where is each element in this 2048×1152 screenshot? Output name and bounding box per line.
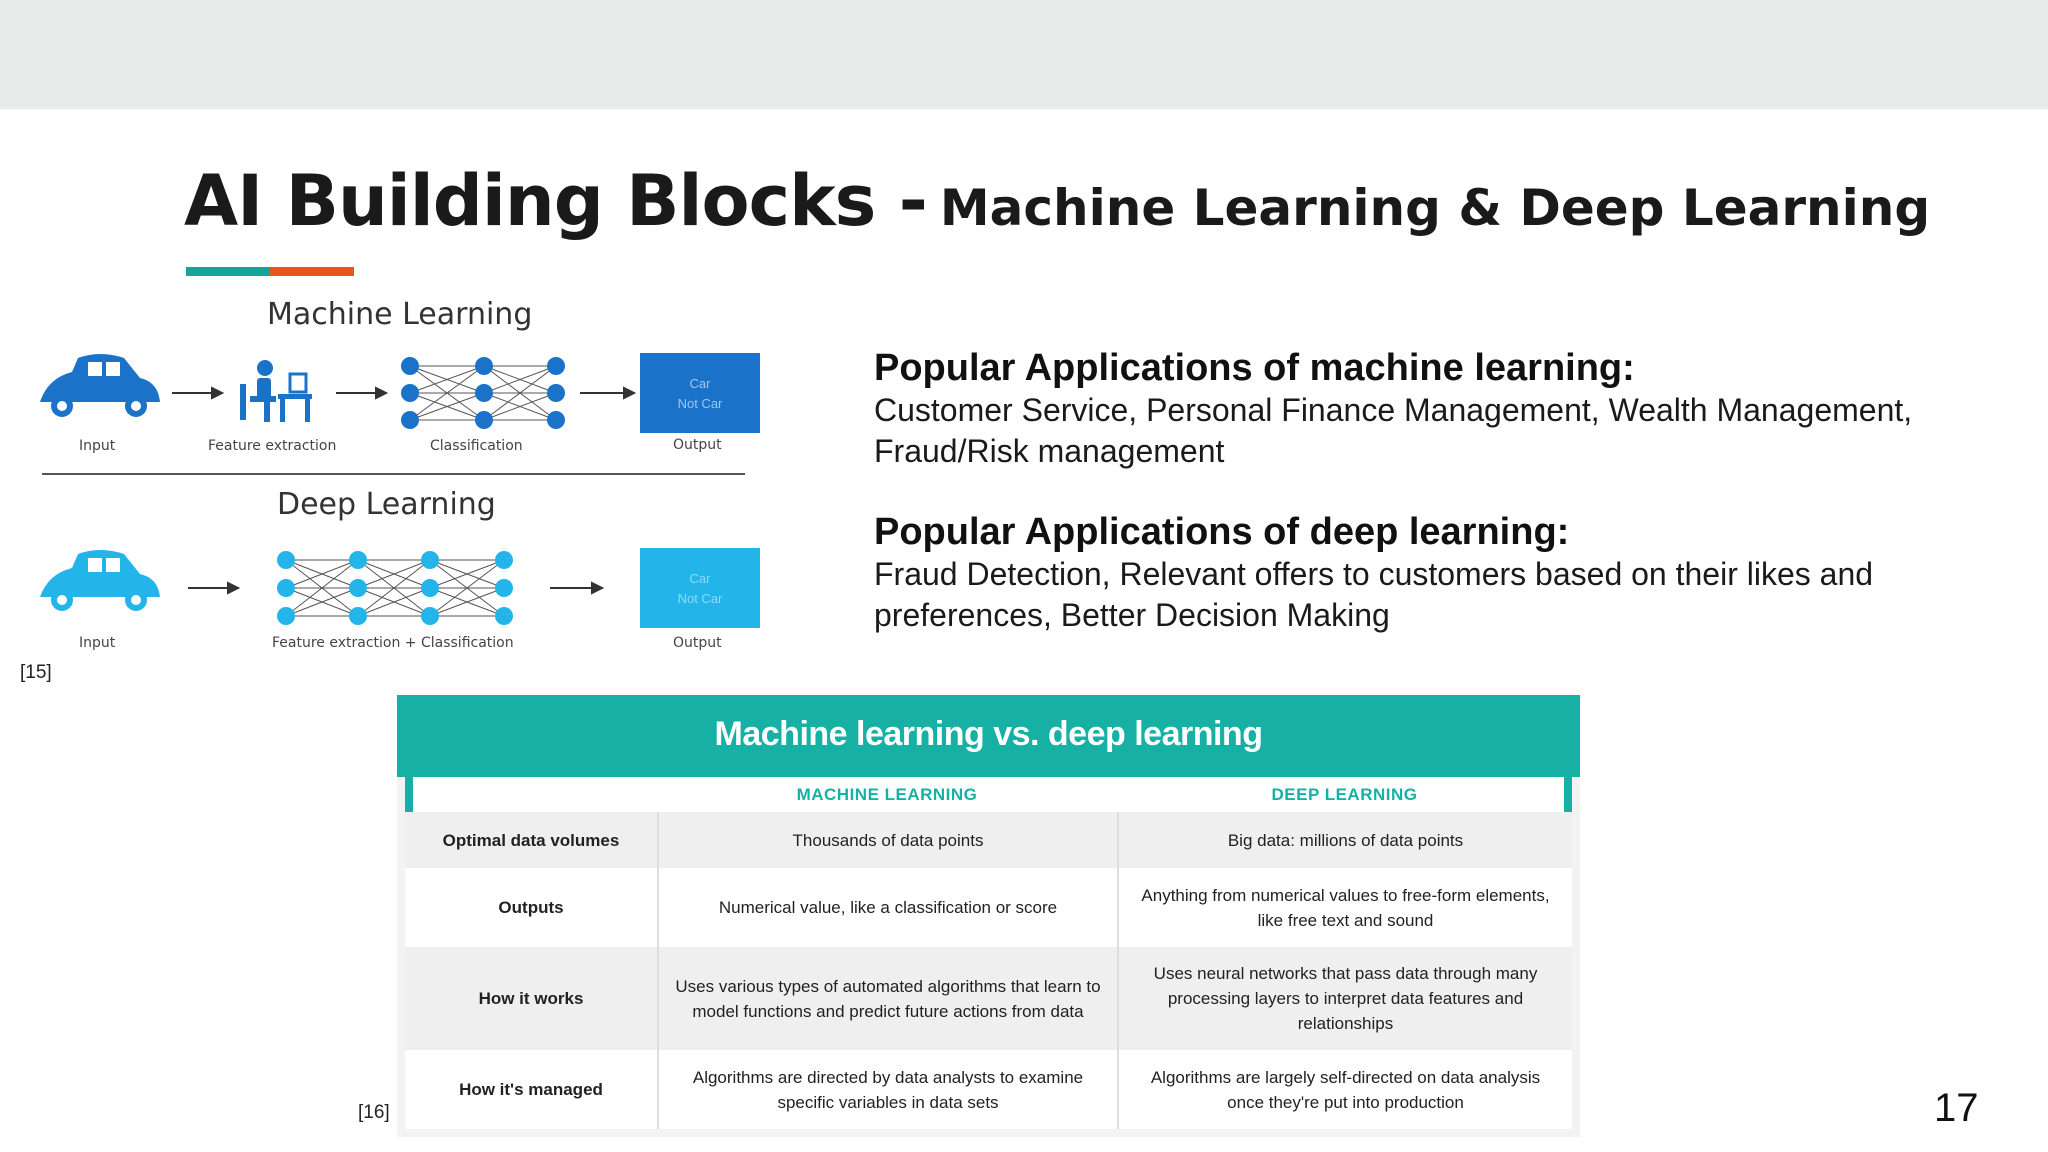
network-node xyxy=(495,579,513,597)
page-number: 17 xyxy=(1934,1086,1979,1130)
diagram-graphics xyxy=(40,353,760,628)
ml-caption-classification: Classification xyxy=(430,438,523,454)
row-label: Optimal data volumes xyxy=(442,830,620,850)
network-node xyxy=(349,607,367,625)
dl-caption-input: Input xyxy=(79,635,116,651)
dl-caption-feature-classification: Feature extraction + Classification xyxy=(272,635,514,651)
dl-caption-output: Output xyxy=(673,635,722,651)
ml-cell: Thousands of data points xyxy=(657,812,1117,868)
network-node xyxy=(421,579,439,597)
dl-applications-text: Fraud Detection, Relevant offers to cust… xyxy=(874,556,1874,633)
network-node xyxy=(475,411,493,429)
dl-diagram-heading: Deep Learning xyxy=(277,487,496,522)
table-row: Optimal data volumes Thousands of data p… xyxy=(405,812,1572,868)
network-node xyxy=(495,551,513,569)
network-node xyxy=(475,384,493,402)
network-node xyxy=(401,357,419,375)
output-not-car-label: Not Car xyxy=(677,590,723,606)
column-header-ml: MACHINE LEARNING xyxy=(796,785,978,804)
slide-title-main: AI Building Blocks - xyxy=(184,160,928,242)
network-node xyxy=(547,384,565,402)
dl-applications-heading: Popular Applications of deep learning: xyxy=(874,511,1570,553)
ml-caption-output: Output xyxy=(673,437,722,453)
network-node xyxy=(495,607,513,625)
person-at-desk-icon xyxy=(240,360,312,422)
comparison-header-row xyxy=(405,777,1572,812)
slide-title: AI Building Blocks - Machine Learning & … xyxy=(184,160,1930,242)
dl-cell: Uses neural networks that pass data thro… xyxy=(1117,947,1572,1050)
row-label: How it works xyxy=(478,989,584,1008)
comparison-table: Machine learning vs. deep learning MACHI… xyxy=(397,695,1580,1137)
ml-caption-feature: Feature extraction xyxy=(208,438,337,454)
ml-dl-diagram: Machine Learning Deep Learning xyxy=(0,290,780,665)
ml-applications-text: Customer Service, Personal Finance Manag… xyxy=(874,392,1913,469)
network-node xyxy=(277,607,295,625)
ml-cell: Algorithms are directed by data analysts… xyxy=(657,1050,1117,1129)
dl-cell: Algorithms are largely self-directed on … xyxy=(1117,1050,1572,1129)
row-label: Outputs xyxy=(498,898,564,917)
car-icon xyxy=(40,354,160,417)
accent-bar-teal xyxy=(186,267,270,276)
network-node xyxy=(421,551,439,569)
ml-cell: Numerical value, like a classification o… xyxy=(657,868,1117,947)
network-node xyxy=(277,551,295,569)
arrow-right-icon xyxy=(172,386,637,400)
dl-cell: Anything from numerical values to free-f… xyxy=(1117,868,1572,947)
neural-network-icon xyxy=(277,551,513,625)
comparison-title: Machine learning vs. deep learning xyxy=(714,715,1263,753)
table-row: How it works Uses various types of autom… xyxy=(405,947,1572,1050)
output-not-car-label: Not Car xyxy=(677,395,723,411)
network-node xyxy=(277,579,295,597)
top-banner xyxy=(0,0,2048,109)
reference-15: [15] xyxy=(20,662,52,683)
table-row: Outputs Numerical value, like a classifi… xyxy=(405,868,1572,947)
slide-title-sub: Machine Learning & Deep Learning xyxy=(939,179,1931,237)
network-node xyxy=(349,579,367,597)
network-node xyxy=(547,357,565,375)
applications-panel: Popular Applications of machine learning… xyxy=(874,346,2004,636)
output-box xyxy=(640,353,760,433)
neural-network-icon xyxy=(401,357,565,429)
output-car-label: Car xyxy=(689,570,711,586)
dl-output-box-text: Car Not Car xyxy=(640,548,760,628)
row-label: How it's managed xyxy=(459,1080,603,1099)
network-node xyxy=(421,607,439,625)
table-row: How it's managed Algorithms are directed… xyxy=(405,1050,1572,1129)
ml-cell: Uses various types of automated algorith… xyxy=(657,947,1117,1050)
network-node xyxy=(475,357,493,375)
network-node xyxy=(547,411,565,429)
comparison-title-band xyxy=(397,695,1580,777)
column-header-dl: DEEP LEARNING xyxy=(1271,785,1418,804)
ml-caption-input: Input xyxy=(79,438,116,454)
ml-diagram-heading: Machine Learning xyxy=(267,297,533,332)
network-node xyxy=(401,411,419,429)
output-box xyxy=(640,548,760,628)
reference-16: [16] xyxy=(358,1102,390,1123)
car-icon xyxy=(40,550,160,611)
accent-bar-orange xyxy=(270,267,354,276)
network-node xyxy=(401,384,419,402)
output-car-label: Car xyxy=(689,375,711,391)
ml-output-box-text: Car Not Car xyxy=(640,353,760,433)
ml-applications-heading: Popular Applications of machine learning… xyxy=(874,347,1635,389)
dl-cell: Big data: millions of data points xyxy=(1117,812,1572,868)
network-node xyxy=(349,551,367,569)
arrow-right-icon xyxy=(188,581,605,595)
